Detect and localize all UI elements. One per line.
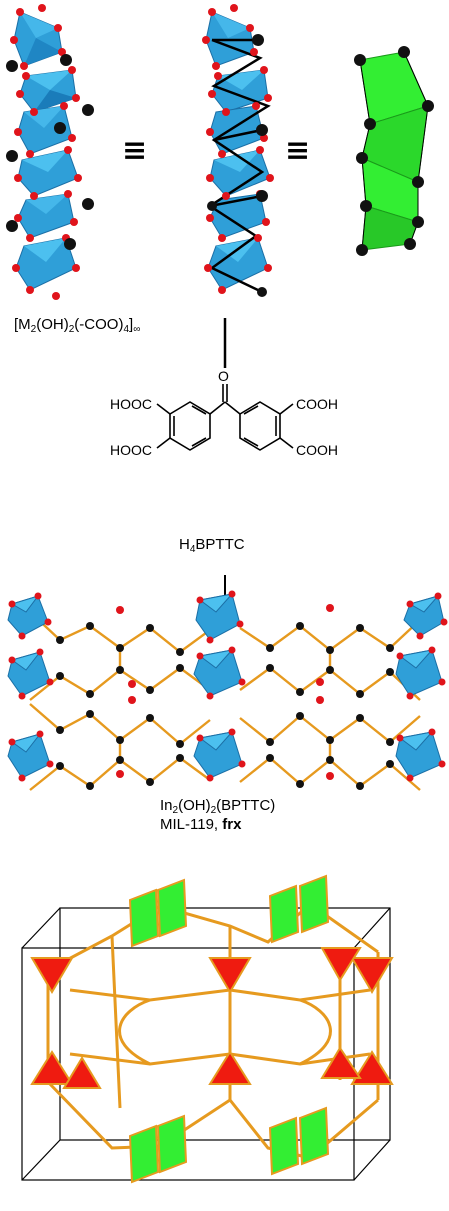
triangle-nodes [30,947,394,1089]
unit-cell-box [21,907,391,1181]
framework-oxygens [116,604,334,780]
net-links [46,902,380,1160]
polyhedral-chain-middle [202,4,274,297]
product-formula-line: In2(OH)2(BPTTC) [160,796,276,816]
ligand-name-part: BPTTC [195,536,245,553]
skeleton-lines [207,38,271,294]
octahedra-oxygens [8,590,448,782]
framework-carbons [56,622,394,790]
equivalence-symbol-2: ≡ [285,133,311,168]
chain-formula-sub: 2 [68,324,75,335]
cooh-top-label: COOH [296,396,338,412]
product-label: In2(OH)2(BPTTC) MIL-119, frx [160,796,275,834]
cooh-bottom-label: COOH [296,442,338,458]
chain-formula-part: (-COO) [74,316,124,333]
ligand-name-label: H4BPTTC [179,536,245,555]
carbon-atoms-mid [207,34,268,297]
product-formula-part: (OH) [178,797,211,814]
green-rod-representation [354,46,434,256]
ligand-structure [156,384,294,451]
chain-formula-sub: ∞ [133,324,141,335]
hooc-top-label: HOOC [110,396,152,412]
product-name-line: MIL-119, frx [160,815,275,834]
carbonyl-oxygen-label: O [218,368,229,384]
octahedron [13,11,63,67]
product-formula-part: In [160,797,173,814]
equivalence-symbol-1: ≡ [122,133,148,168]
chain-formula-part: ] [129,316,134,333]
framework-structure [7,590,448,791]
product-formula-part: (BPTTC) [216,797,276,814]
octahedron [17,193,75,239]
topology-net [21,874,394,1184]
chain-formula-part: [M [14,316,31,333]
chain-formula-label: [M2(OH)2(-COO)4]∞ [14,316,141,335]
carbon-atoms [6,54,94,250]
topology-symbol: frx [222,816,242,833]
indium-octahedra [7,593,445,779]
hooc-bottom-label: HOOC [110,442,152,458]
octahedron [17,149,79,197]
chain-formula-sub: 4 [123,324,130,335]
chain-formula-sub: 2 [30,324,37,335]
polyhedral-chain-left [6,4,94,300]
product-name-part: MIL-119, [160,816,223,833]
product-formula-sub: 2 [210,805,217,816]
ligand-name-part: H [179,536,190,553]
product-formula-sub: 2 [172,805,179,816]
ligand-name-sub: 4 [189,544,196,555]
rod-nodes [354,46,434,256]
chain-formula-part: (OH) [36,316,69,333]
oxygen-atoms [10,4,82,300]
square-nodes [128,874,330,1184]
octahedron [19,69,77,113]
